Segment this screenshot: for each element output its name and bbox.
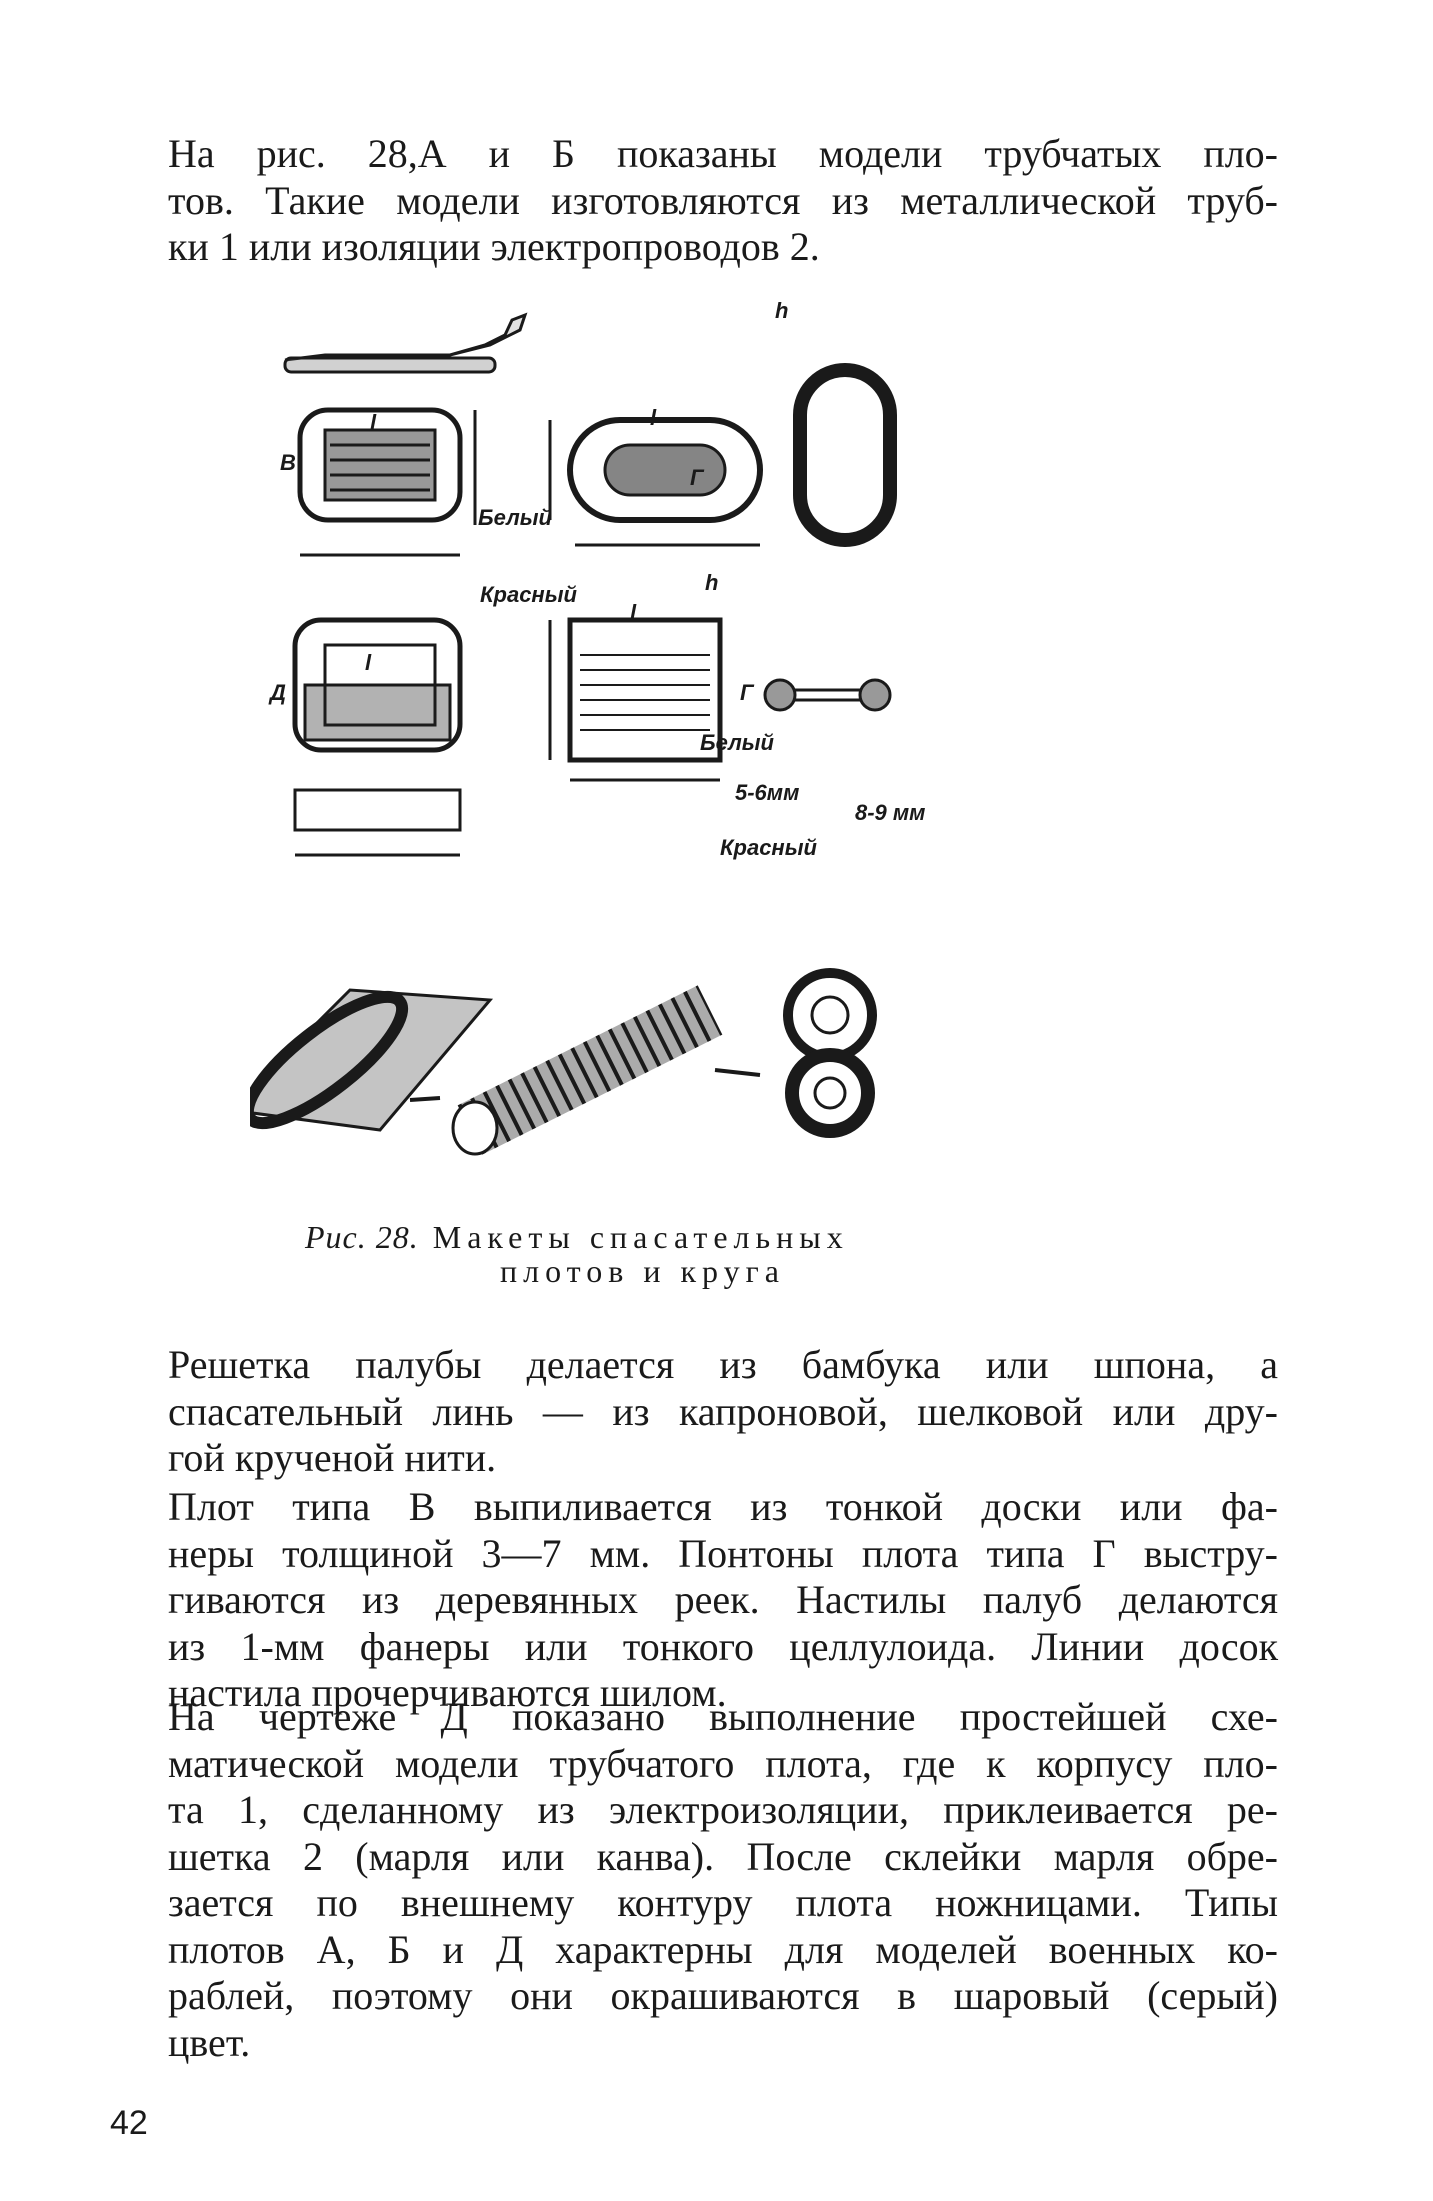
text-line: гой крученой нити. xyxy=(168,1435,497,1480)
paragraph-deck: Решетка палубы делается из бамбука или ш… xyxy=(168,1342,1278,1482)
label-l-b: l xyxy=(650,405,657,430)
text-line: из 1-мм фанеры или тонкого целлулоида. Л… xyxy=(168,1623,1278,1669)
text-line: гиваются из деревянных реек. Настилы пал… xyxy=(168,1577,1278,1622)
label-mm89: 8-9 мм xyxy=(855,800,925,825)
text-line: Плот типа В выпиливается из тонкой доски… xyxy=(168,1484,1278,1529)
label-h-g: h xyxy=(705,570,718,595)
text-line: ки 1 или изоляции электропроводов 2. xyxy=(168,224,820,269)
text-line: спасательный линь — из капроновой, шелко… xyxy=(168,1388,1278,1434)
label-g1: Г xyxy=(690,465,705,490)
text-line: На чертеже Д показано выполнение простей… xyxy=(168,1694,1278,1739)
text-line: зается по внешнему контуру плота ножница… xyxy=(168,1880,1278,1925)
text-line: шетка 2 (марля или канва). После склейки… xyxy=(168,1833,1278,1879)
label-white-2: Белый xyxy=(700,730,775,755)
text-line: неры толщиной 3—7 мм. Понтоны плота типа… xyxy=(168,1530,1278,1576)
label-mm56: 5-6мм xyxy=(735,780,799,805)
text-line: та 1, сделанному из электроизоляции, при… xyxy=(168,1787,1278,1832)
text-line: цвет. xyxy=(168,2019,251,2065)
label-white: Белый xyxy=(478,505,553,530)
label-h-b: h xyxy=(775,300,788,323)
figure-raft-models: А Б В Г Д Г Белый Красный Белый Красный … xyxy=(250,300,925,1156)
label-l-a: l xyxy=(370,410,377,435)
label-l-g: l xyxy=(630,600,637,625)
text-line: плотов А, Б и Д характерны для моделей в… xyxy=(168,1926,1278,1972)
text-line: матической модели трубчатого плота, где … xyxy=(168,1740,1278,1786)
paragraph-raft-types: Плот типа В выпиливается из тонкой доски… xyxy=(168,1484,1278,1717)
caption-line-2: плотов и круга xyxy=(500,1253,785,1289)
text-line: раблей, поэтому они окрашиваются в шаров… xyxy=(168,1973,1278,2018)
text-line: Решетка палубы делается из бамбука или ш… xyxy=(168,1342,1278,1387)
text-line: тов. Такие модели изготовляются из метал… xyxy=(168,177,1278,223)
caption-prefix: Рис. 28. xyxy=(305,1219,419,1255)
label-red-2: Красный xyxy=(720,835,818,860)
label-l-v: l xyxy=(365,650,372,675)
caption-line-1: Макеты спасательных xyxy=(432,1219,849,1255)
figure-caption: Рис. 28. Макеты спасательных плотов и кр… xyxy=(305,1220,1205,1288)
text-line: На рис. 28,А и Б показаны модели трубчат… xyxy=(168,131,1278,176)
paragraph-intro: На рис. 28,А и Б показаны модели трубчат… xyxy=(168,131,1278,271)
label-red: Красный xyxy=(480,582,578,607)
page-number: 42 xyxy=(110,2104,148,2142)
label-d: Д xyxy=(268,680,286,705)
paragraph-drawing-d: На чертеже Д показано выполнение простей… xyxy=(168,1694,1278,2066)
label-v: В xyxy=(280,450,296,475)
text-line: настила прочерчиваются шилом. xyxy=(168,1670,727,1715)
label-g2: Г xyxy=(740,680,755,705)
